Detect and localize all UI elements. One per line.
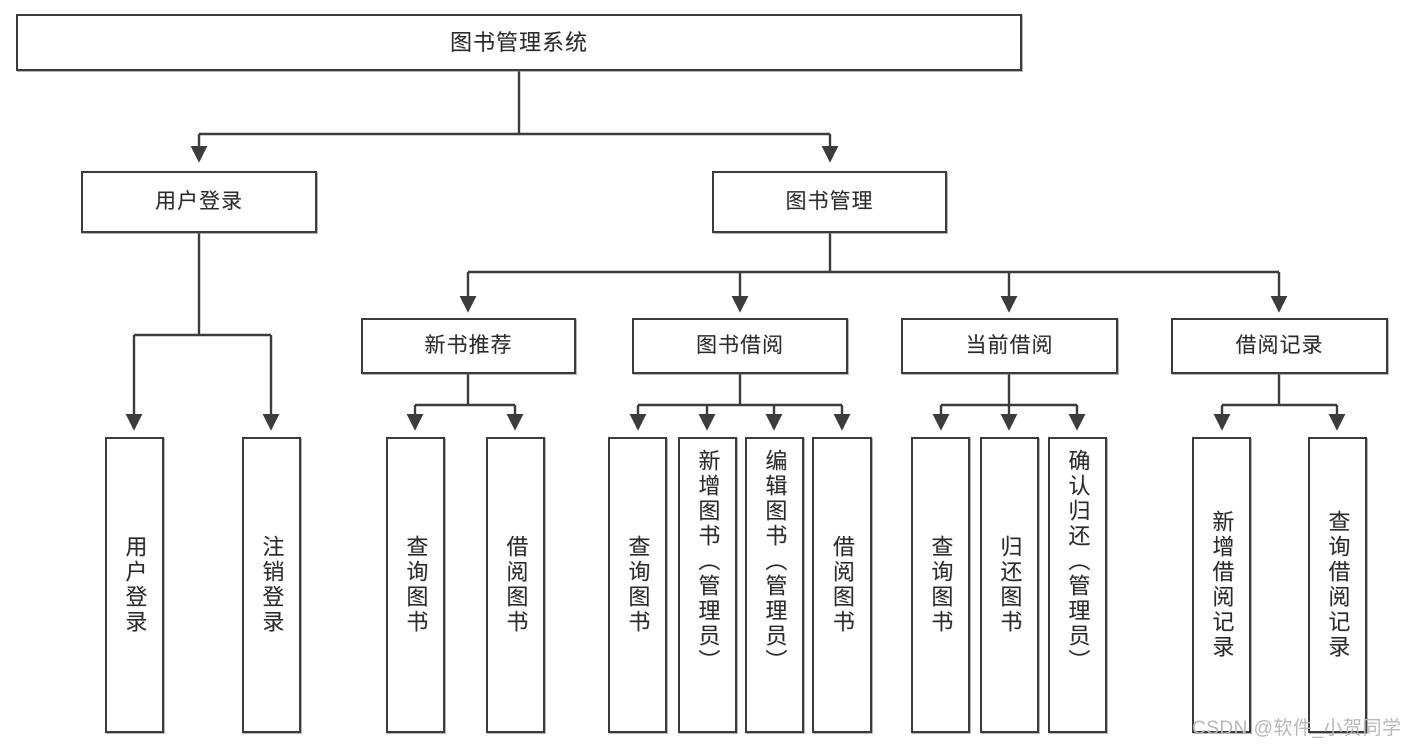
leaf-label: 注销登录: [259, 535, 285, 635]
node-root-book-management-system[interactable]: 图书管理系统: [16, 14, 1022, 71]
leaf-query-borrow-record[interactable]: 查询借阅记录: [1308, 437, 1367, 733]
leaf-query-book-current[interactable]: 查询图书: [911, 437, 970, 733]
leaf-label: 归还图书: [997, 535, 1023, 635]
node-label: 图书管理系统: [449, 29, 588, 55]
node-label: 用户登录: [155, 189, 243, 213]
leaf-query-book-borrow[interactable]: 查询图书: [608, 437, 667, 733]
node-label: 新书推荐: [424, 333, 513, 357]
leaf-logout[interactable]: 注销登录: [242, 437, 301, 733]
leaf-borrow-book[interactable]: 借阅图书: [812, 437, 872, 733]
node-book-management[interactable]: 图书管理: [712, 171, 947, 233]
leaf-borrow-book-recommend[interactable]: 借阅图书: [486, 437, 545, 733]
leaf-label: 查询图书: [625, 535, 651, 635]
leaf-confirm-return-admin[interactable]: 确认归还（管理员）: [1048, 437, 1107, 733]
leaf-label: 查询借阅记录: [1325, 510, 1351, 660]
leaf-label: 编辑图书（管理员）: [762, 449, 788, 674]
leaf-label: 新增借阅记录: [1209, 510, 1235, 660]
node-book-borrow[interactable]: 图书借阅: [632, 318, 848, 374]
node-label: 图书管理: [785, 189, 874, 213]
leaf-query-book-recommend[interactable]: 查询图书: [386, 437, 445, 733]
leaf-add-borrow-record[interactable]: 新增借阅记录: [1192, 437, 1251, 733]
node-label: 当前借阅: [965, 333, 1054, 357]
node-user-login[interactable]: 用户登录: [81, 171, 317, 233]
leaf-label: 查询图书: [928, 535, 954, 635]
node-borrow-record[interactable]: 借阅记录: [1171, 318, 1388, 374]
leaf-label: 新增图书（管理员）: [695, 449, 721, 674]
leaf-label: 借阅图书: [503, 535, 529, 635]
leaf-label: 查询图书: [403, 535, 429, 635]
node-current-borrow[interactable]: 当前借阅: [901, 318, 1118, 374]
csdn-watermark: CSDN @软件_小贺同学: [1192, 718, 1402, 739]
leaf-edit-book-admin[interactable]: 编辑图书（管理员）: [745, 437, 804, 733]
node-label: 图书借阅: [696, 333, 784, 357]
leaf-add-book-admin[interactable]: 新增图书（管理员）: [678, 437, 737, 733]
leaf-label: 确认归还（管理员）: [1065, 449, 1091, 674]
leaf-return-book[interactable]: 归还图书: [980, 437, 1039, 733]
node-new-book-recommend[interactable]: 新书推荐: [361, 318, 576, 374]
leaf-label: 借阅图书: [829, 535, 855, 635]
node-label: 借阅记录: [1235, 333, 1324, 357]
leaf-label: 用户登录: [122, 535, 148, 635]
leaf-user-login[interactable]: 用户登录: [105, 437, 164, 733]
